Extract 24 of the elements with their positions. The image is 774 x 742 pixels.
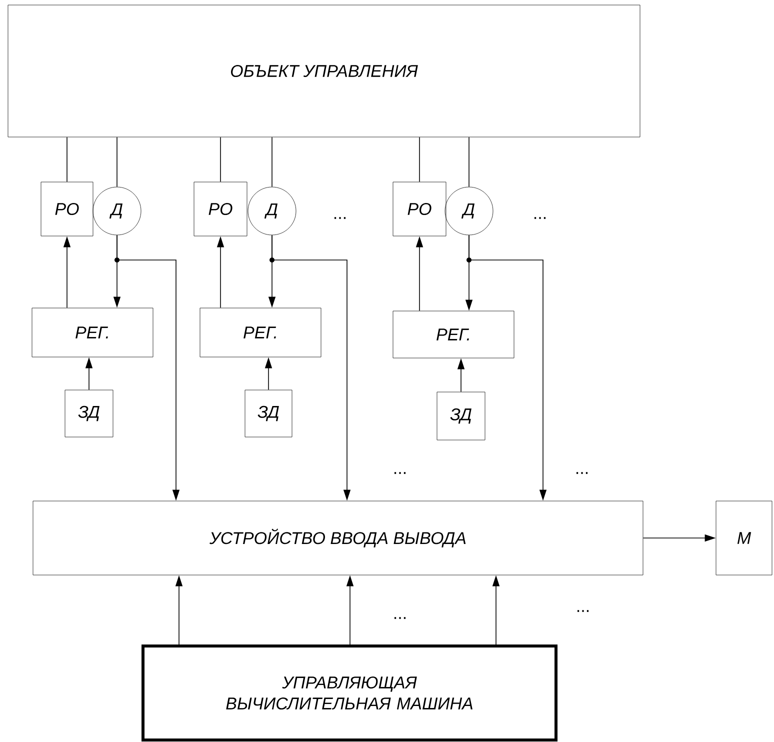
block-box: РЕГ. <box>200 308 322 358</box>
ellipsis: ... <box>534 217 546 219</box>
ellipsis: ... <box>576 472 588 474</box>
connector-line <box>116 136 118 188</box>
block-box: РЕГ. <box>32 308 154 358</box>
connector-line <box>468 136 470 188</box>
block-box: ЗД <box>244 390 292 438</box>
ellipsis: ... <box>394 472 406 474</box>
block-box: ОБЪЕКТ УПРАВЛЕНИЯ <box>8 4 640 138</box>
block-box: ЗД <box>436 392 486 440</box>
computer-box: УПРАВЛЯЮЩАЯ ВЫЧИСЛИТЕЛЬНАЯ МАШИНА <box>142 644 558 742</box>
connector-line <box>419 136 420 182</box>
block-box: ЗД <box>64 390 114 438</box>
ellipsis: ... <box>394 617 406 619</box>
block-box: УСТРОЙСТВО ВВОДА ВЫВОДА <box>32 500 644 576</box>
block-box: РО <box>194 182 248 236</box>
ellipsis: ... <box>577 610 589 612</box>
block-box: РЕГ. <box>392 310 514 358</box>
block-box: РО <box>392 182 446 236</box>
block-box: РО <box>40 182 94 236</box>
connector-line <box>66 136 68 182</box>
connector-line <box>220 136 221 182</box>
block-box: М <box>716 500 772 576</box>
ellipsis: ... <box>334 217 346 219</box>
